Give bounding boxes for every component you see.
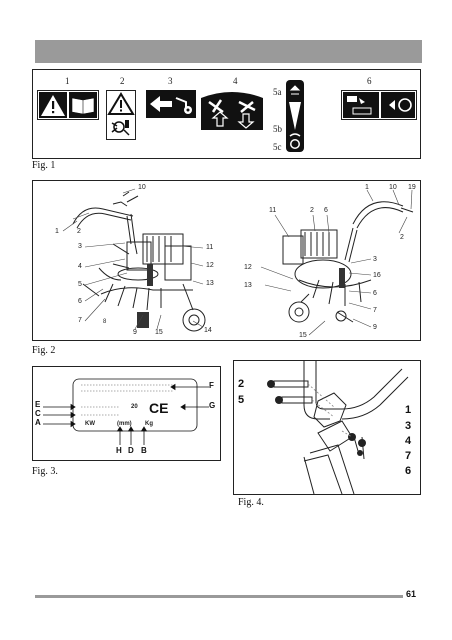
warning-tines-icon bbox=[106, 90, 136, 140]
fig3-letter-G: G bbox=[209, 401, 216, 410]
fig2-right-7: 7 bbox=[373, 307, 377, 314]
fig4-caption: Fig. 4. bbox=[238, 497, 264, 508]
fig2-right-6b: 6 bbox=[373, 290, 377, 297]
fig3-panel: CE 20 KW (mm) Kg E C A F G H D B bbox=[32, 366, 221, 461]
fig3-letter-F: F bbox=[209, 381, 214, 390]
fig2-right-13: 13 bbox=[244, 282, 252, 289]
footer-rule bbox=[35, 595, 403, 598]
fig1-num-4: 4 bbox=[233, 76, 238, 86]
fig4-label-5: 5 bbox=[238, 394, 245, 406]
fig2-left-14: 14 bbox=[204, 327, 212, 334]
warning-manual-icon bbox=[37, 90, 99, 120]
fig2-right-19: 19 bbox=[408, 184, 416, 191]
fig3-letter-E: E bbox=[35, 400, 41, 409]
rating-plate-drawing: CE bbox=[43, 378, 209, 445]
fig3-letter-A: A bbox=[35, 418, 41, 427]
fig2-panel: 10 1 2 3 4 5 6 7 8 9 15 14 11 12 13 bbox=[32, 180, 421, 341]
fig2-left-13: 13 bbox=[206, 280, 214, 287]
fig2-right-6a: 6 bbox=[324, 207, 328, 214]
fig4-label-7: 7 bbox=[405, 450, 412, 462]
fig4-label-3: 3 bbox=[405, 420, 412, 432]
fig3-letter-H: H bbox=[116, 446, 122, 455]
fig2-left-9: 9 bbox=[133, 329, 137, 336]
fig3-caption: Fig. 3. bbox=[32, 466, 58, 477]
handlebar-adjust-icon bbox=[201, 92, 263, 130]
header-bar bbox=[35, 40, 422, 63]
fig4-label-4: 4 bbox=[405, 435, 412, 447]
fig2-right-9: 9 bbox=[373, 324, 377, 331]
fig2-left-6: 6 bbox=[78, 298, 82, 305]
fig4-label-6: 6 bbox=[405, 465, 412, 477]
fig1-num-2: 2 bbox=[120, 76, 125, 86]
fig2-right-12: 12 bbox=[244, 264, 252, 271]
fig3-plate-mm: (mm) bbox=[117, 421, 132, 427]
fig2-left-3: 3 bbox=[78, 243, 82, 250]
fig4-label-2: 2 bbox=[238, 378, 245, 390]
fig2-left-8: 8 bbox=[103, 319, 107, 325]
fig4-panel: 2 5 1 3 4 7 6 bbox=[233, 360, 421, 495]
fig3-letter-D: D bbox=[128, 446, 134, 455]
fig2-right-10: 10 bbox=[389, 184, 397, 191]
fig2-left-10: 10 bbox=[138, 184, 146, 191]
fig2-left-7: 7 bbox=[78, 317, 82, 324]
fig3-plate-kg: Kg bbox=[145, 421, 153, 427]
fig1-caption: Fig. 1 bbox=[32, 160, 56, 171]
tiller-right-drawing bbox=[282, 201, 414, 323]
protective-equipment-icon bbox=[341, 90, 417, 120]
fig2-left-2: 2 bbox=[77, 228, 81, 235]
page-number: 61 bbox=[406, 589, 417, 599]
fig2-left-11: 11 bbox=[206, 244, 214, 251]
fig2-right-2a: 2 bbox=[310, 207, 314, 214]
fig1-num-3: 3 bbox=[168, 76, 173, 86]
fig3-plate-num: 20 bbox=[131, 404, 138, 410]
fig2-left-12: 12 bbox=[206, 262, 214, 269]
fig2-right-1: 1 bbox=[365, 184, 369, 191]
fig3-letter-B: B bbox=[141, 446, 147, 455]
fig1-num-1: 1 bbox=[65, 76, 70, 86]
tiller-right-leaders bbox=[260, 189, 413, 336]
throttle-control-icon bbox=[286, 80, 304, 152]
fig1-num-6: 6 bbox=[367, 76, 372, 86]
fig2-caption: Fig. 2 bbox=[32, 345, 56, 356]
fig3-letter-C: C bbox=[35, 409, 41, 418]
fig2-left-1: 1 bbox=[55, 228, 59, 235]
tiller-left-drawing bbox=[72, 191, 206, 332]
fig4-label-1: 1 bbox=[405, 404, 412, 416]
fig3-plate-kw: KW bbox=[85, 421, 95, 427]
fig1-label-5b: 5b bbox=[273, 124, 282, 134]
fig2-left-4: 4 bbox=[78, 263, 82, 270]
handlebar-assembly-drawing bbox=[267, 361, 409, 494]
fig2-left-15: 15 bbox=[155, 329, 163, 336]
fig1-panel: 1 2 3 4 6 5a 5b 5c bbox=[32, 69, 421, 159]
fig1-label-5a: 5a bbox=[273, 87, 282, 97]
fig2-right-3: 3 bbox=[373, 256, 377, 263]
fig2-right-15: 15 bbox=[299, 332, 307, 339]
reverse-arrow-icon bbox=[146, 90, 196, 118]
fig1-label-5c: 5c bbox=[273, 142, 282, 152]
fig2-right-11: 11 bbox=[269, 207, 277, 214]
tiller-left-leaders bbox=[62, 188, 204, 330]
fig2-right-2b: 2 bbox=[400, 234, 404, 241]
ce-mark: CE bbox=[149, 400, 168, 416]
fig2-right-16: 16 bbox=[373, 272, 381, 279]
fig2-left-5: 5 bbox=[78, 281, 82, 288]
